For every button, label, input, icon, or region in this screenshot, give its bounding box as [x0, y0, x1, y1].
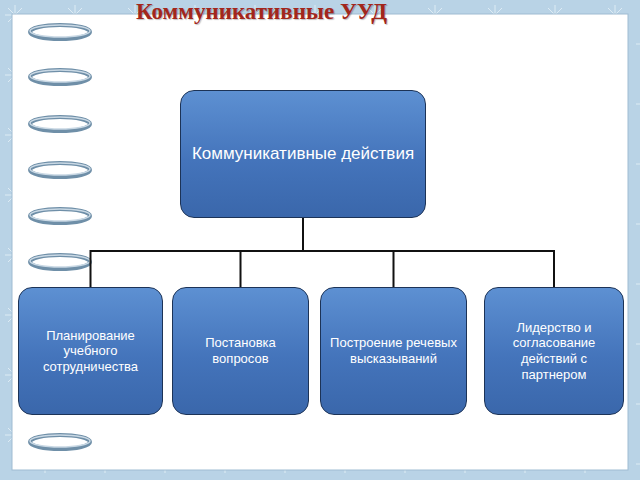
box-label: Лидерство и согласование действий с парт…: [493, 320, 615, 382]
binder-ring: [30, 25, 90, 39]
tree-connector: [303, 218, 554, 287]
category-box: Лидерство и согласование действий с парт…: [484, 287, 624, 415]
binder-ring: [30, 117, 90, 131]
box-label: Коммуникативные действия: [192, 144, 414, 164]
box-label: Постановка вопросов: [181, 335, 300, 366]
binder-ring-highlight: [30, 209, 90, 221]
binder-ring: [30, 163, 90, 177]
binder-ring: [30, 255, 90, 269]
category-box: Планирование учебного сотрудничества: [18, 287, 163, 415]
tree-connector: [241, 218, 304, 287]
binder-ring-highlight: [30, 70, 90, 82]
binder-ring: [30, 209, 90, 223]
slide-title: Коммуникативные УУД: [136, 0, 466, 24]
binder-ring-highlight: [30, 435, 90, 447]
tree-connector: [303, 218, 394, 287]
box-label: Планирование учебного сотрудничества: [27, 328, 154, 375]
category-box: Построение речевых высказываний: [320, 287, 467, 415]
binder-ring-highlight: [30, 117, 90, 129]
tree-connector: [91, 218, 304, 287]
box-label: Построение речевых высказываний: [329, 335, 458, 366]
binder-ring-highlight: [30, 255, 90, 267]
root-box: Коммуникативные действия: [180, 90, 426, 218]
binder-ring: [30, 70, 90, 84]
binder-ring-highlight: [30, 25, 90, 37]
page-sheet: [12, 14, 628, 470]
binder-ring: [30, 435, 90, 449]
category-box: Постановка вопросов: [172, 287, 309, 415]
binder-ring-highlight: [30, 163, 90, 175]
